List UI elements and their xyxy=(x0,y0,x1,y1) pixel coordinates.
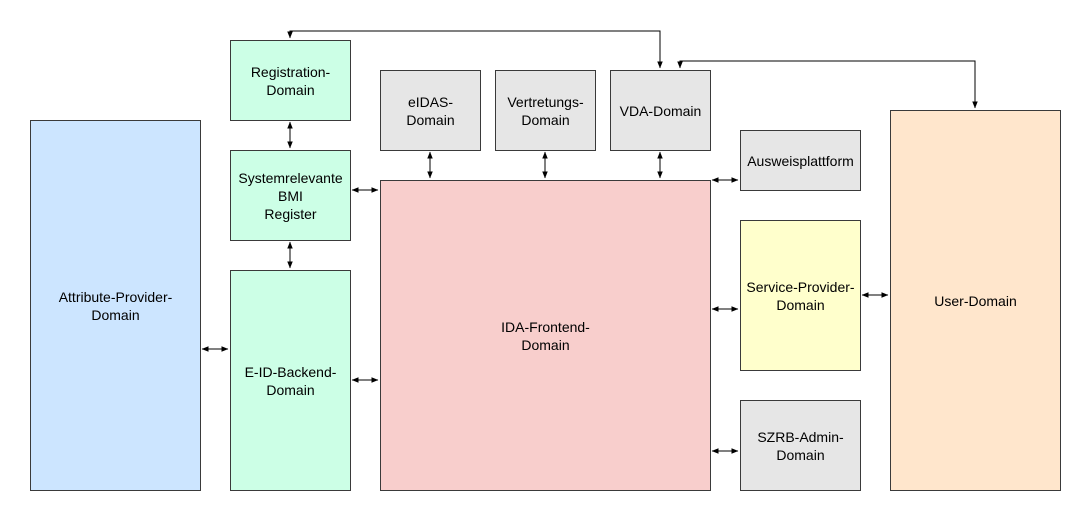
eid-backend-domain-box: E-ID-Backend- Domain xyxy=(230,270,351,491)
registration-domain-box: Registration- Domain xyxy=(230,40,351,121)
user-domain-box: User-Domain xyxy=(890,110,1061,491)
vda-domain-box: VDA-Domain xyxy=(610,70,711,151)
ida-frontend-domain-box: IDA-Frontend- Domain xyxy=(380,180,711,491)
systemrelevante-bmi-register-box: Systemrelevante BMI Register xyxy=(230,150,351,241)
edge-vda-registration xyxy=(287,30,663,69)
vertretungs-domain-box: Vertretungs- Domain xyxy=(495,70,596,151)
eidas-domain-box: eIDAS- Domain xyxy=(380,70,481,151)
edge-vda-user xyxy=(677,60,978,109)
attribute-provider-domain-box: Attribute-Provider- Domain xyxy=(30,120,201,491)
szrb-admin-domain-box: SZRB-Admin- Domain xyxy=(740,400,861,491)
ausweisplattform-box: Ausweisplattform xyxy=(740,130,861,191)
service-provider-domain-box: Service-Provider- Domain xyxy=(740,220,861,371)
